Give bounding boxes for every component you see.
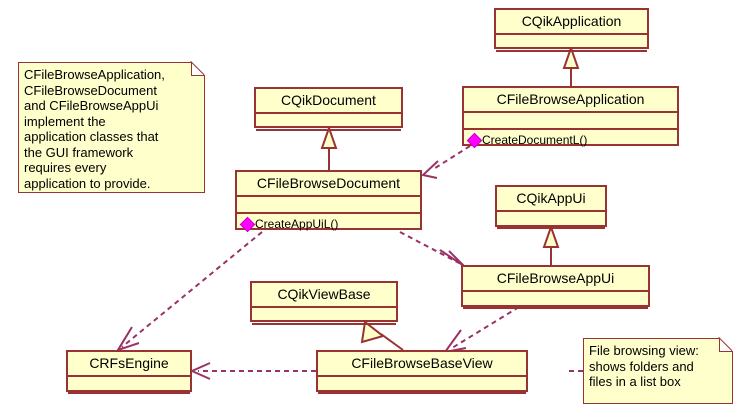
class-divider: [497, 227, 605, 229]
class-name-cqikdocument: CQikDocument: [281, 92, 376, 108]
class-divider: [464, 111, 677, 113]
operations-compartment: [463, 309, 648, 324]
operation-row: CreateDocumentL(): [466, 131, 674, 149]
dependency-cfilebrowsedocument-cfilebrowseappui: [399, 231, 465, 267]
operation-label: CreateAppUiL(): [255, 217, 339, 231]
class-name-cqikapplication: CQikApplication: [521, 13, 622, 29]
attributes-compartment: [252, 308, 396, 323]
class-name-cfilebrowsedocument: CFileBrowseDocument: [256, 175, 401, 191]
operations-compartment: [497, 229, 605, 244]
class-divider: [463, 307, 648, 309]
class-divider: [318, 392, 526, 394]
class-box-cqikviewbase[interactable]: CQikViewBase: [250, 281, 398, 325]
dependency-cfilebrowsebaseview-crfsengine: [189, 362, 316, 380]
class-box-cqikapplication[interactable]: CQikApplication: [494, 8, 649, 52]
operation-row: CreateAppUiL(): [239, 215, 417, 233]
note-file-browsing-view[interactable]: File browsing view: shows folders and fi…: [583, 338, 733, 404]
class-divider: [68, 375, 190, 377]
class-divider: [252, 323, 396, 325]
class-divider: [496, 50, 647, 52]
class-box-cfilebrowsebaseview[interactable]: CFileBrowseBaseView: [316, 350, 528, 394]
dependency-cfilebrowseapplication-cfilebrowsedocument: [420, 145, 471, 179]
attributes-compartment: [463, 292, 648, 307]
class-name-cqikappui: CQikAppUi: [516, 190, 586, 206]
operation-label: CreateDocumentL(): [482, 133, 588, 147]
generalization-cfilebrowsebaseview-cqikviewbase: [360, 320, 404, 351]
operations-compartment: CreateAppUiL(): [237, 214, 420, 234]
class-box-cfilebrowseappui[interactable]: CFileBrowseAppUi: [461, 265, 650, 309]
generalization-cfilebrowsedocument-cqikdocument: [320, 124, 338, 170]
note-application-classes[interactable]: CFileBrowseApplication, CFileBrowseDocum…: [18, 62, 205, 193]
class-divider: [237, 195, 420, 197]
class-divider: [237, 212, 420, 214]
note-fold-corner-icon: [719, 338, 733, 352]
class-name-cfilebrowsebaseview: CFileBrowseBaseView: [351, 355, 493, 371]
class-divider: [463, 290, 648, 292]
note-fold-corner-icon: [191, 62, 205, 76]
class-divider: [252, 306, 396, 308]
class-divider: [318, 375, 526, 377]
class-box-cfilebrowseapplication[interactable]: CFileBrowseApplication CreateDocumentL(): [462, 86, 679, 148]
class-divider: [256, 112, 401, 114]
attributes-compartment: [496, 35, 647, 50]
generalization-cfilebrowseappui-cqikappui: [542, 223, 560, 265]
attributes-compartment: [497, 212, 605, 227]
generalization-cfilebrowseapplication-cqikapplication: [562, 44, 580, 86]
class-divider: [497, 210, 605, 212]
operations-compartment: [252, 325, 396, 340]
attributes-compartment: [68, 377, 190, 392]
class-box-cqikdocument[interactable]: CQikDocument: [254, 87, 403, 131]
attributes-compartment: [464, 113, 677, 128]
operations-compartment: [318, 394, 526, 409]
attributes-compartment: [318, 377, 526, 392]
operations-compartment: [496, 52, 647, 67]
class-divider: [464, 128, 677, 130]
dependency-cfilebrowsedocument-crfsengine: [115, 231, 263, 352]
class-name-cfilebrowseappui: CFileBrowseAppUi: [496, 270, 615, 286]
note-text: CFileBrowseApplication, CFileBrowseDocum…: [24, 67, 165, 191]
attributes-compartment: [237, 197, 420, 212]
operations-compartment: [68, 394, 190, 409]
class-name-cqikviewbase: CQikViewBase: [277, 286, 371, 302]
class-box-cqikappui[interactable]: CQikAppUi: [495, 185, 607, 229]
note-text: File browsing view: shows folders and fi…: [589, 343, 699, 389]
operations-compartment: [256, 131, 401, 146]
class-name-crfsengine: CRFsEngine: [89, 355, 169, 371]
diamond-icon: [466, 132, 483, 148]
diamond-icon: [239, 216, 256, 232]
class-divider: [496, 33, 647, 35]
attributes-compartment: [256, 114, 401, 129]
class-box-crfsengine[interactable]: CRFsEngine: [66, 350, 192, 394]
class-name-cfilebrowseapplication: CFileBrowseApplication: [496, 91, 645, 107]
class-divider: [68, 392, 190, 394]
class-box-cfilebrowsedocument[interactable]: CFileBrowseDocument CreateAppUiL(): [235, 170, 422, 232]
class-divider: [256, 129, 401, 131]
operations-compartment: CreateDocumentL(): [464, 130, 677, 150]
